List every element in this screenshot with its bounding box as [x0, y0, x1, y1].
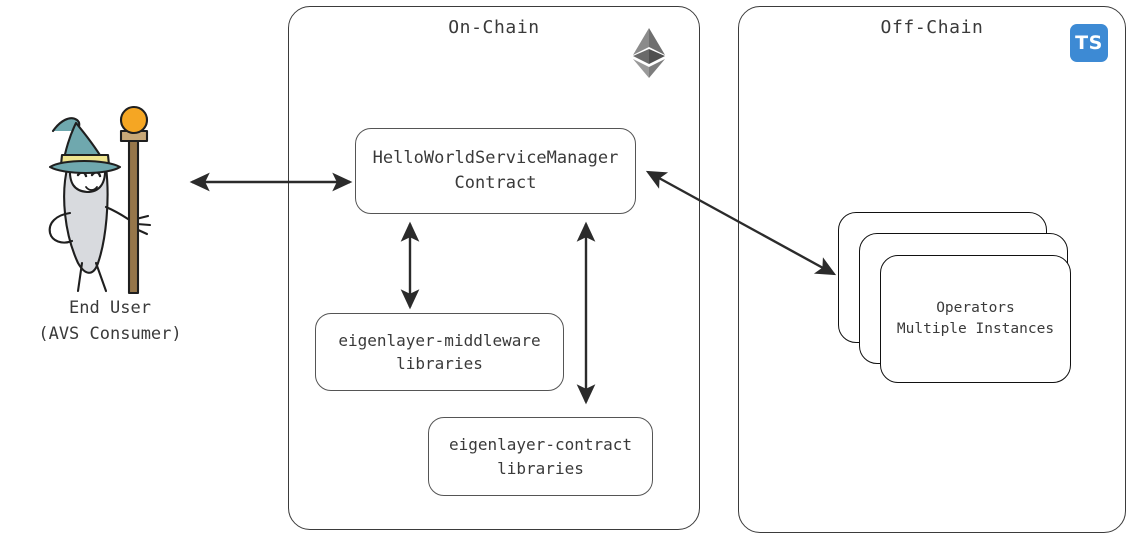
wizard-icon [20, 95, 190, 295]
typescript-logo: TS [1070, 24, 1108, 62]
zone-on-chain-title: On-Chain [448, 17, 540, 38]
end-user-caption: End User (AVS Consumer) [38, 298, 182, 344]
node-service-manager[interactable]: HelloWorldServiceManager Contract [355, 128, 636, 214]
zone-off-chain-title: Off-Chain [880, 17, 984, 38]
ethereum-logo [632, 28, 666, 78]
node-eigenlayer-middleware[interactable]: eigenlayer-middleware libraries [315, 313, 564, 391]
node-eigenlayer-contract[interactable]: eigenlayer-contract libraries [428, 417, 653, 496]
node-operators[interactable]: Operators Multiple Instances [880, 255, 1071, 383]
